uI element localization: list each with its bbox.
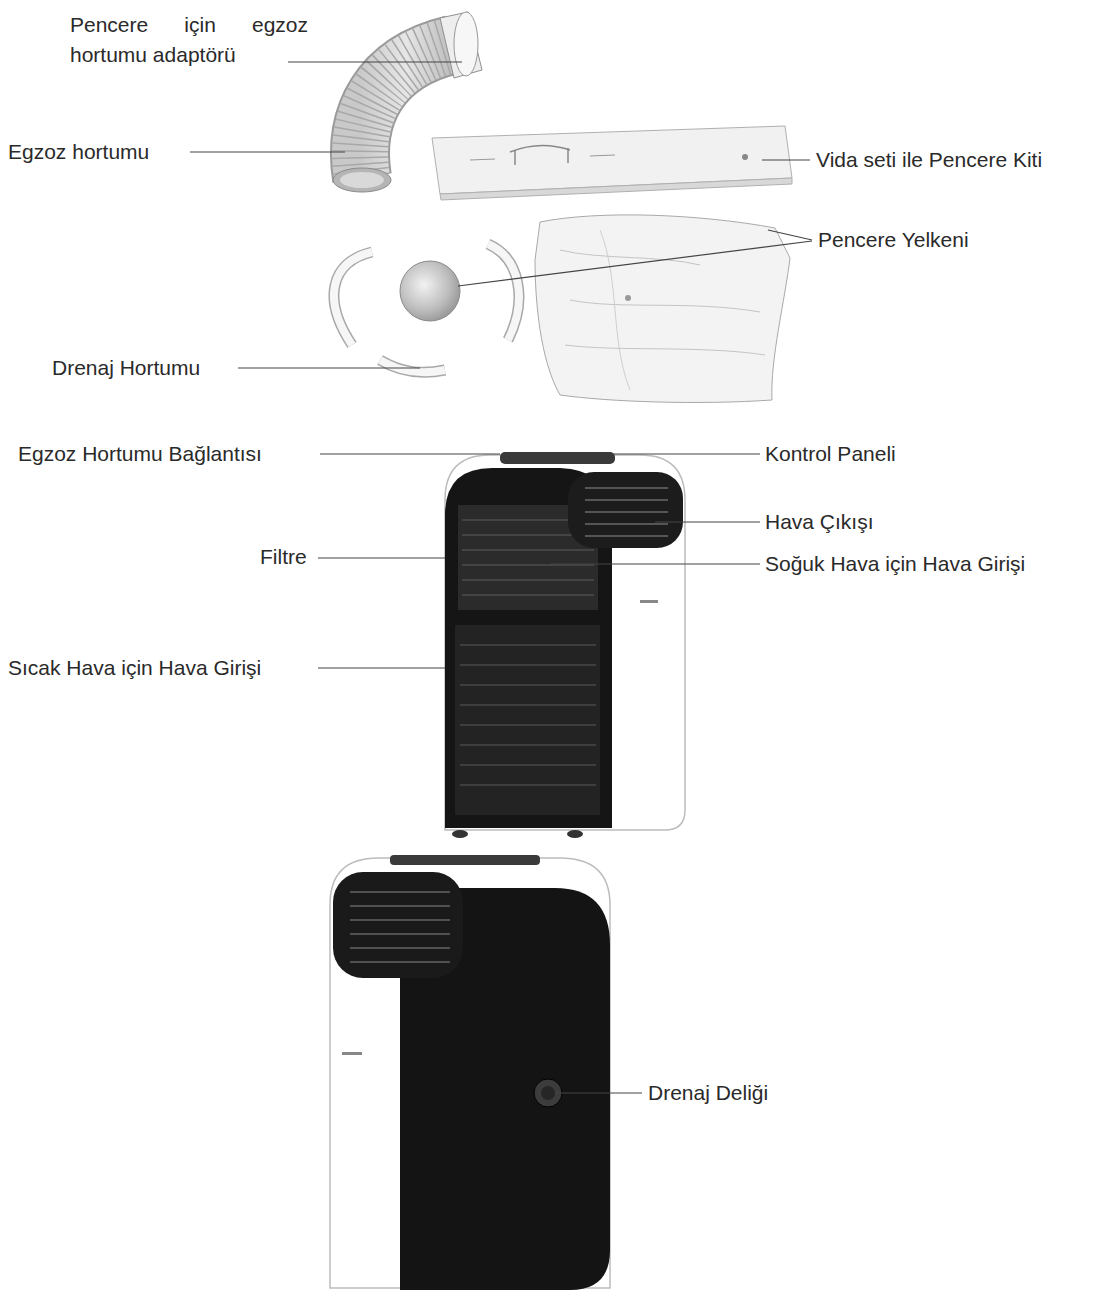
exhaust-hose-part: [340, 172, 384, 188]
air-conditioner-back-part: [445, 455, 685, 830]
part-label: Hava Çıkışı: [765, 509, 874, 535]
air-conditioner-back-part-part: [460, 784, 596, 786]
air-conditioner-back-part-part: [462, 579, 594, 581]
air-conditioner-back-part-part: [585, 535, 668, 537]
leader-lines-part: [768, 230, 812, 240]
window-sail-part: [570, 300, 760, 312]
leader-lines-part: [238, 367, 420, 368]
part-label: Filtre: [260, 544, 307, 570]
air-conditioner-back-part: [640, 600, 658, 603]
air-conditioner-side-part-part: [350, 919, 450, 921]
part-label: Soğuk Hava için Hava Girişi: [765, 551, 1025, 577]
window-sail-part: [565, 345, 765, 355]
part-label: Kontrol Paneli: [765, 441, 896, 467]
hose-adapter-part: [440, 12, 482, 78]
drain-hose-part: [488, 244, 519, 340]
window-kit-part: [567, 148, 569, 163]
window-sail: [535, 215, 790, 403]
leader-lines-part: [320, 453, 500, 454]
air-conditioner-back-part: [455, 625, 600, 815]
leader-lines-part: [655, 521, 760, 522]
air-conditioner-side-part-part: [350, 905, 450, 907]
leader-lines-part: [550, 563, 760, 564]
window-kit-part: [470, 159, 495, 160]
part-label: Egzoz hortumu: [8, 139, 149, 165]
leader-lines-part: [318, 557, 445, 558]
leader-lines-part: [458, 241, 812, 286]
air-conditioner-back-part: [567, 830, 583, 838]
part-label: Drenaj Hortumu: [52, 355, 200, 381]
leader-lines-part: [288, 61, 462, 62]
air-conditioner-back-part: [460, 645, 596, 785]
part-label: Pencere için egzoz hortumu adaptörü: [70, 10, 308, 70]
air-conditioner-side-part: [390, 855, 540, 865]
drain-hose-part: [334, 252, 372, 345]
air-conditioner-back-part: [452, 830, 468, 838]
leader-lines-part: [318, 667, 445, 668]
exhaust-hose: [333, 45, 452, 192]
part-label: Egzoz Hortumu Bağlantısı: [18, 441, 262, 467]
leader-lines: [190, 62, 812, 1093]
window-kit-part: [590, 155, 615, 156]
window-kit: [432, 126, 792, 200]
air-conditioner-back-part-part: [460, 704, 596, 706]
window-kit-part: [514, 150, 516, 165]
air-conditioner-side-part: [342, 1052, 362, 1055]
air-conditioner-back-part-part: [585, 487, 668, 489]
part-label: Pencere Yelkeni: [818, 227, 969, 253]
air-conditioner-back-part: [585, 488, 668, 536]
air-conditioner-back-part-part: [585, 499, 668, 501]
leader-lines-part: [190, 151, 345, 152]
hose-adapter-part: [454, 12, 478, 76]
air-conditioner-back-part: [568, 472, 683, 548]
drain-hose-part: [488, 244, 519, 340]
leader-lines-part: [762, 159, 810, 160]
air-conditioner-side-part-part: [350, 891, 450, 893]
air-conditioner-back-part-part: [585, 511, 668, 513]
air-conditioner-side-part-part: [350, 933, 450, 935]
part-label: Vida seti ile Pencere Kiti: [816, 147, 1042, 173]
drain-hose-part: [380, 360, 445, 372]
window-sail-part: [625, 295, 631, 301]
drain-hose-part: [334, 252, 372, 345]
air-conditioner-side-part: [541, 1086, 555, 1100]
air-conditioner-back-part-part: [585, 523, 668, 525]
window-kit-part: [742, 154, 748, 160]
window-kit-part: [510, 145, 570, 152]
window-sail-part: [600, 230, 630, 390]
air-conditioner-back-part: [500, 452, 615, 464]
air-conditioner-side-part: [350, 892, 450, 962]
air-conditioner-side-part-part: [350, 961, 450, 963]
air-conditioner-back: [445, 452, 685, 838]
air-conditioner-back-part-part: [460, 664, 596, 666]
air-conditioner-side-part-part: [350, 947, 450, 949]
air-conditioner-back-part-part: [460, 644, 596, 646]
air-conditioner-back-part-part: [460, 744, 596, 746]
part-label: Sıcak Hava için Hava Girişi: [8, 655, 261, 681]
air-conditioner-side: [330, 855, 610, 1290]
air-conditioner-back-part-part: [462, 594, 594, 596]
drain-hose: [334, 244, 519, 372]
window-sail-part: [535, 215, 790, 403]
sail-disc: [400, 261, 460, 321]
air-conditioner-back-part-part: [462, 549, 594, 551]
drain-hose-part: [380, 360, 445, 372]
leader-lines-part: [612, 453, 760, 454]
part-label: Drenaj Deliği: [648, 1080, 768, 1106]
window-kit-part: [440, 178, 792, 200]
leader-lines-part: [555, 1092, 642, 1093]
air-conditioner-back-part-part: [460, 684, 596, 686]
air-conditioner-back-part-part: [460, 724, 596, 726]
sail-disc-part: [400, 261, 460, 321]
air-conditioner-back-part-part: [460, 764, 596, 766]
hose-adapter: [440, 12, 482, 78]
exhaust-hose-part: [333, 168, 391, 192]
air-conditioner-side-part: [333, 872, 463, 978]
